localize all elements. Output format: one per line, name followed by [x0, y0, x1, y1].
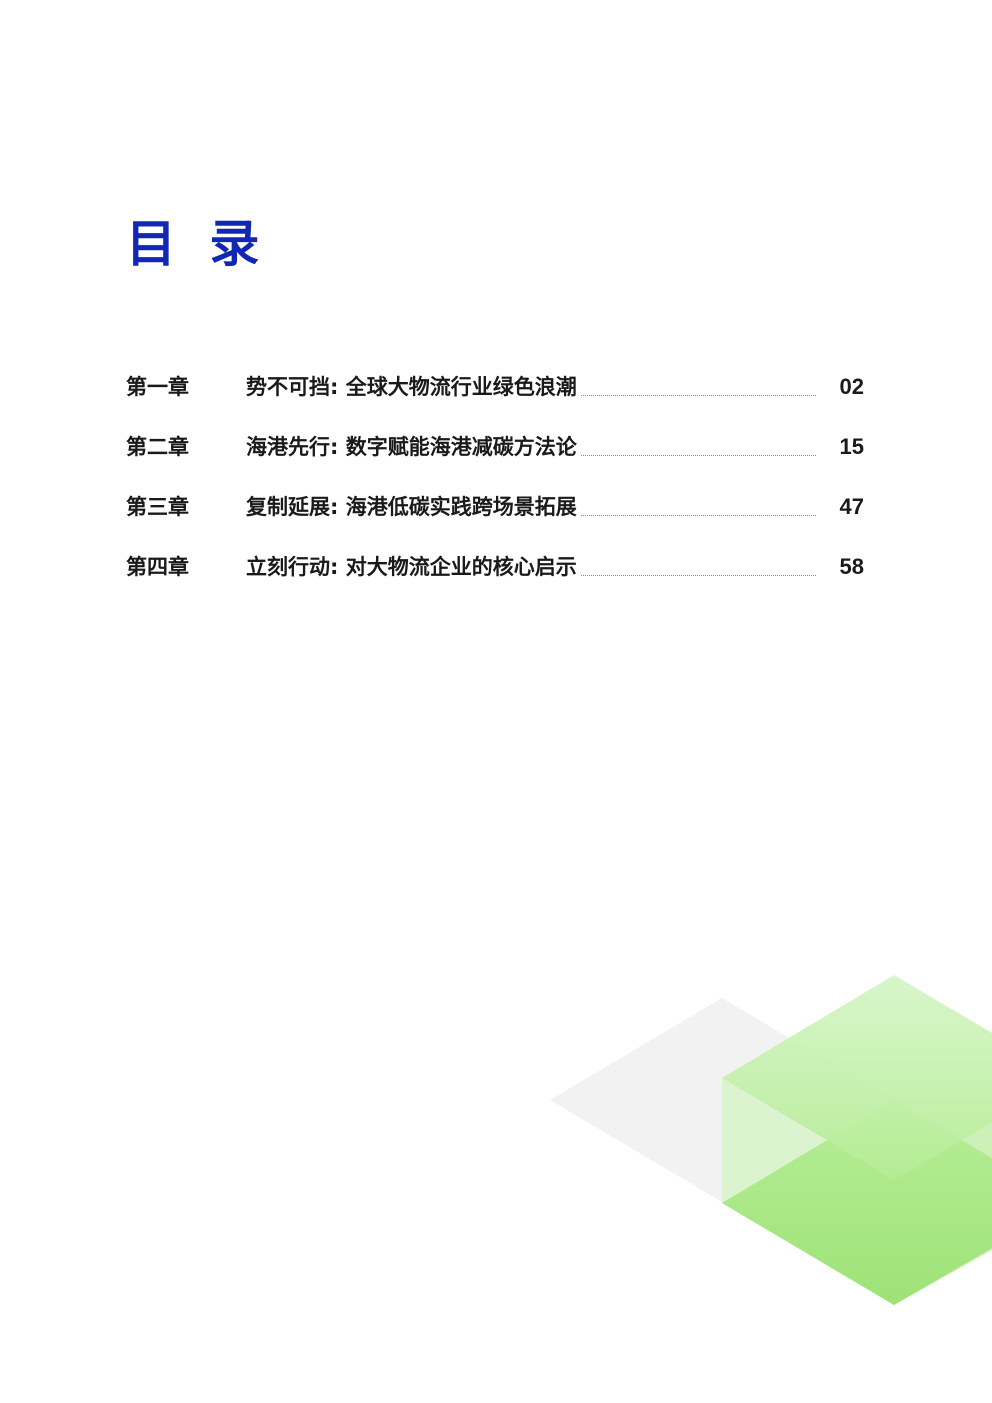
- page-title: 目 录: [126, 215, 268, 273]
- dotted-leader: [580, 394, 816, 396]
- gray-diamond-shape: [550, 998, 894, 1202]
- chapter-heading: 海港先行: 数字赋能海港减碳方法论: [246, 435, 577, 459]
- page-number: 58: [839, 554, 864, 579]
- toc-entry-chapter-1[interactable]: 第一章 势不可挡: 全球大物流行业绿色浪潮 02: [126, 366, 864, 408]
- page-number: 47: [839, 494, 864, 519]
- chapter-heading: 势不可挡: 全球大物流行业绿色浪潮: [246, 375, 577, 399]
- toc-entry-chapter-3[interactable]: 第三章 复制延展: 海港低碳实践跨场景拓展 47: [126, 486, 864, 528]
- chapter-number: 第一章: [126, 375, 189, 399]
- page-number: 02: [839, 374, 864, 399]
- chapter-heading: 立刻行动: 对大物流企业的核心启示: [246, 555, 577, 579]
- chapter-number: 第二章: [126, 435, 189, 459]
- toc-entry-chapter-2[interactable]: 第二章 海港先行: 数字赋能海港减碳方法论 15: [126, 426, 864, 468]
- dotted-leader: [580, 574, 816, 576]
- page-number: 15: [839, 434, 864, 459]
- cube-right-side: [894, 1123, 992, 1305]
- chapter-number: 第四章: [126, 555, 189, 579]
- cube-side-face: [722, 1078, 894, 1305]
- chapter-number: 第三章: [126, 495, 189, 519]
- dotted-leader: [580, 454, 816, 456]
- chapter-heading: 复制延展: 海港低碳实践跨场景拓展: [246, 495, 577, 519]
- cube-top-face: [722, 975, 992, 1180]
- table-of-contents: 第一章 势不可挡: 全球大物流行业绿色浪潮 02 第二章 海港先行: 数字赋能海…: [126, 366, 864, 606]
- toc-entry-chapter-4[interactable]: 第四章 立刻行动: 对大物流企业的核心启示 58: [126, 546, 864, 588]
- cube-bottom-face: [722, 1100, 992, 1305]
- dotted-leader: [580, 514, 816, 516]
